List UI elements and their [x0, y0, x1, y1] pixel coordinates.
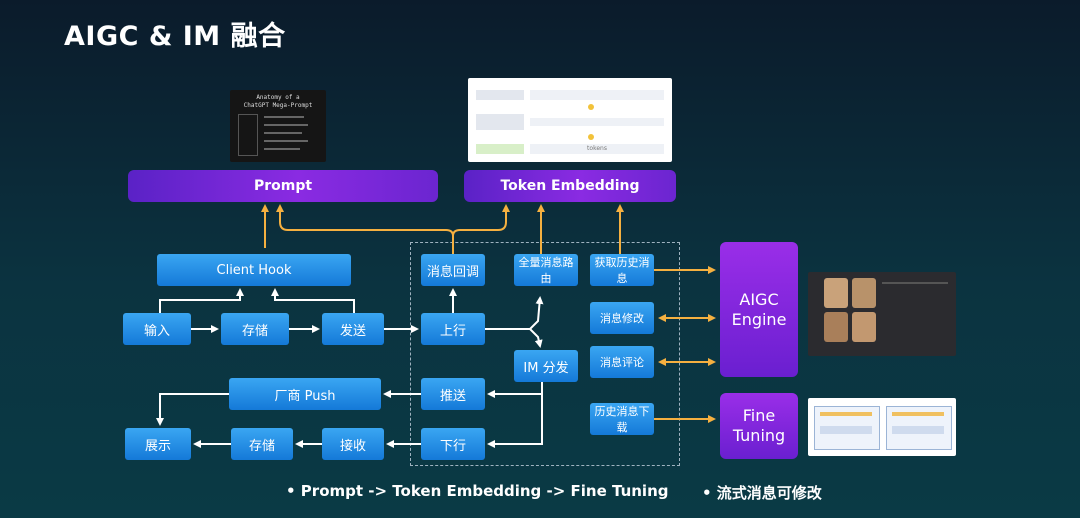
downstream-box: 下行	[421, 428, 485, 460]
fine-tuning-box: Fine Tuning	[720, 393, 798, 459]
push-box: 推送	[421, 378, 485, 410]
aigc-generated-images	[808, 272, 956, 356]
aigc-engine-line2: Engine	[731, 309, 787, 329]
bullet-pipeline: • Prompt -> Token Embedding -> Fine Tuni…	[286, 482, 669, 500]
client-hook-box: Client Hook	[157, 254, 351, 286]
full-route-box: 全量消息路由	[514, 254, 578, 286]
im-dispatch-box: IM 分发	[514, 350, 578, 382]
page-title: AIGC & IM 融合	[64, 21, 286, 52]
server-region	[410, 242, 680, 466]
aigc-engine-line1: AIGC	[739, 289, 779, 309]
store-box-bottom: 存储	[231, 428, 293, 460]
fine-tuning-line2: Tuning	[732, 426, 786, 445]
vendor-push-box: 厂商 Push	[229, 378, 381, 410]
aigc-engine-box: AIGC Engine	[720, 242, 798, 377]
display-box: 展示	[125, 428, 191, 460]
prompt-thumb-line1: Anatomy of a	[256, 94, 300, 101]
prompt-thumb-line2: ChatGPT Mega-Prompt	[243, 102, 313, 109]
bullet-streaming: • 流式消息可修改	[702, 484, 822, 502]
receive-box: 接收	[322, 428, 384, 460]
history-download-box: 历史消息下载	[590, 403, 654, 435]
msg-comment-box: 消息评论	[590, 346, 654, 378]
send-box: 发送	[322, 313, 384, 345]
prompt-anatomy-image: Anatomy of a ChatGPT Mega-Prompt	[230, 90, 326, 162]
fine-tuning-diagram-image	[808, 398, 956, 456]
msg-edit-box: 消息修改	[590, 302, 654, 334]
token-thumb-label: tokens	[530, 144, 664, 154]
token-embedding-image: tokens	[468, 78, 672, 162]
store-box-top: 存储	[221, 313, 289, 345]
fine-tuning-line1: Fine	[742, 406, 776, 425]
token-embedding-header: Token Embedding	[464, 170, 676, 202]
input-box: 输入	[123, 313, 191, 345]
upstream-box: 上行	[421, 313, 485, 345]
msg-callback-box: 消息回调	[421, 254, 485, 286]
fetch-history-box: 获取历史消息	[590, 254, 654, 286]
prompt-header: Prompt	[128, 170, 438, 202]
